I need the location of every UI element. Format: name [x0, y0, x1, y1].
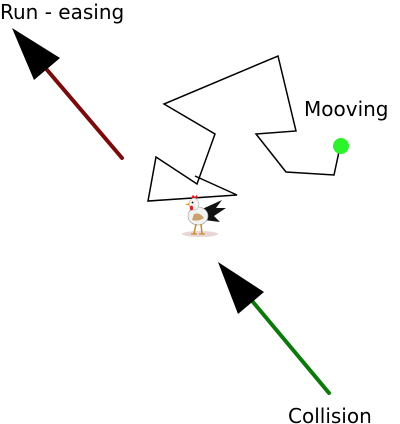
collision-arrow-head	[218, 262, 264, 314]
endpoint-dot	[333, 138, 349, 154]
run-easing-arrow-shaft	[40, 62, 124, 160]
label-run-easing: Run - easing	[0, 0, 124, 24]
collision-arrow	[218, 262, 331, 395]
motion-path	[147, 54, 341, 202]
label-mooving: Mooving	[304, 97, 389, 121]
collision-arrow-shaft	[246, 294, 331, 395]
label-collision: Collision	[288, 404, 372, 424]
rooster-icon	[182, 195, 226, 237]
run-easing-arrow-head	[12, 28, 60, 80]
run-easing-arrow	[12, 28, 124, 160]
